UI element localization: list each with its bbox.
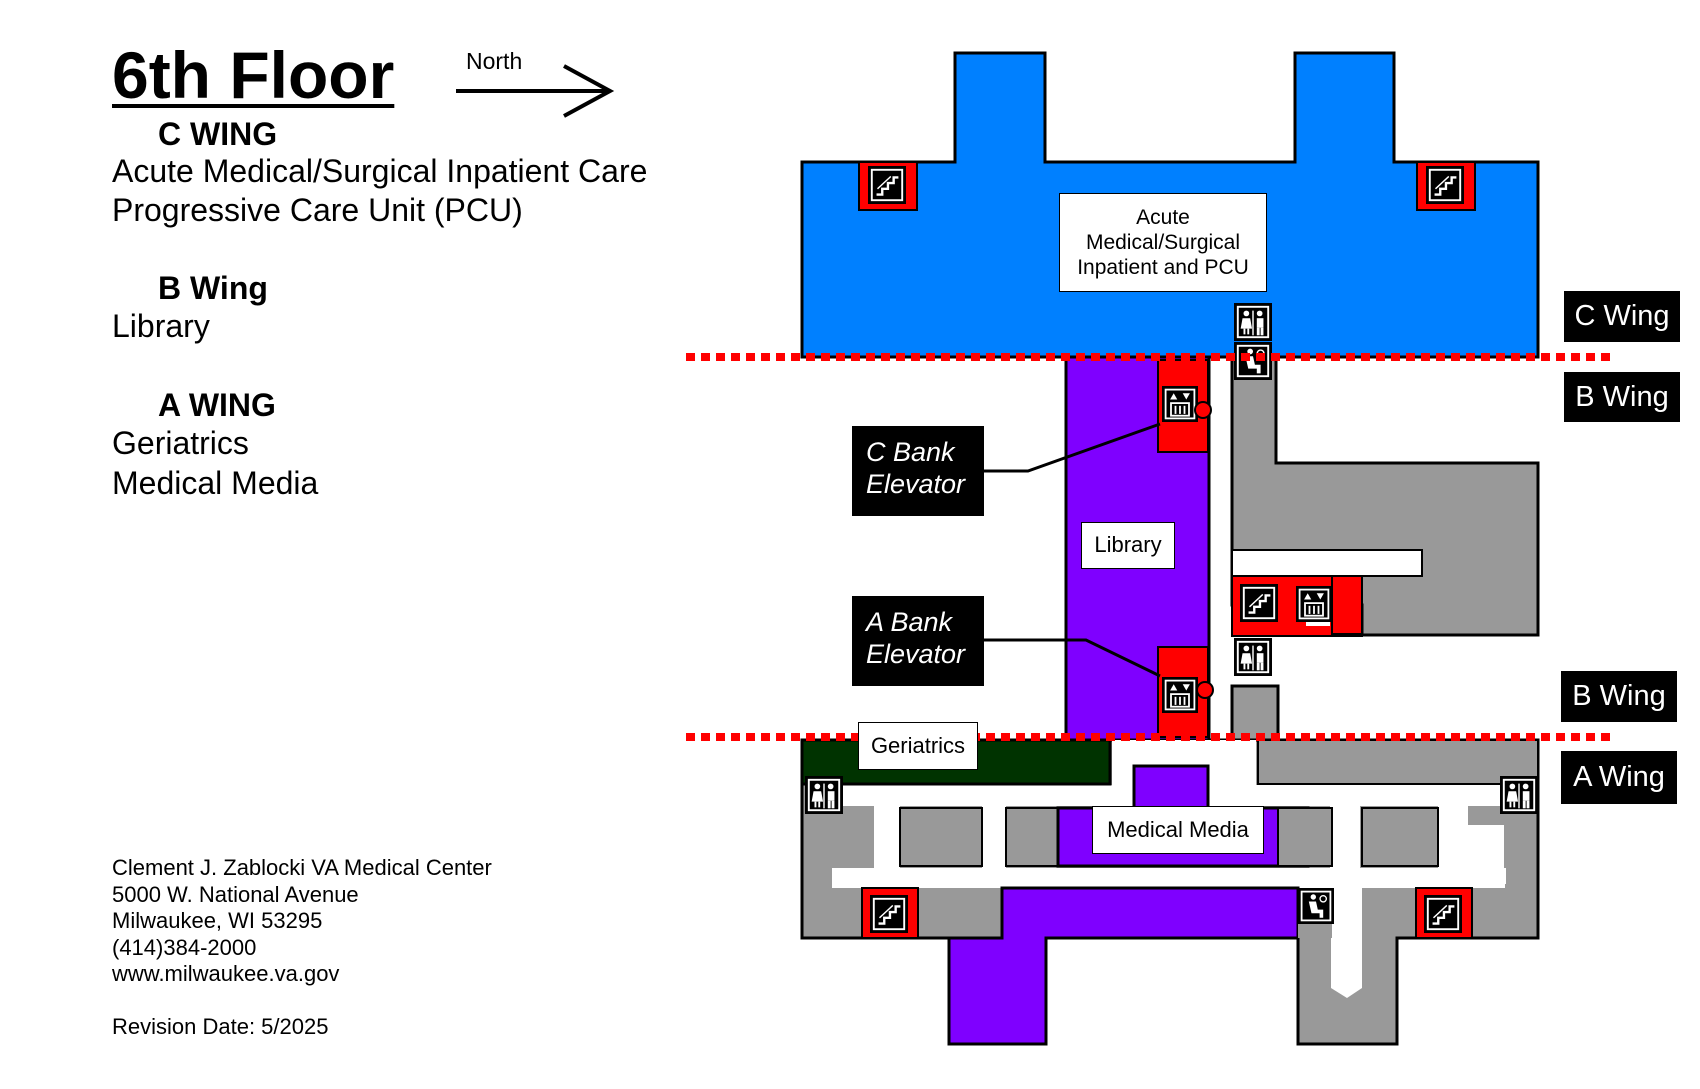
a-wing-lower-purple xyxy=(947,886,1300,1046)
revision-date: Revision Date: 5/2025 xyxy=(112,1014,329,1039)
accessible-restroom-icon xyxy=(1234,342,1272,380)
c-wing-service-2: Progressive Care Unit (PCU) xyxy=(112,192,523,228)
library-label: Library xyxy=(1081,522,1175,569)
c-bank-elevator-label: C Bank Elevator xyxy=(852,426,984,516)
stairs-icon xyxy=(1424,895,1462,933)
north-label: North xyxy=(466,48,523,74)
a-bank-leader-line xyxy=(982,638,1161,678)
elevator-icon xyxy=(1162,386,1198,422)
facility-website[interactable]: www.milwaukee.va.gov xyxy=(112,961,340,986)
stairs-icon xyxy=(868,166,906,204)
b-wing-service-1: Library xyxy=(112,308,210,344)
b-wing-tag-bottom: B Wing xyxy=(1561,671,1677,722)
elevator-icon xyxy=(1296,586,1332,622)
facility-phone: (414)384-2000 xyxy=(112,934,257,960)
facility-city: Milwaukee, WI 53295 xyxy=(112,908,323,933)
b-wing-heading: B Wing xyxy=(158,270,268,306)
stairs-icon xyxy=(1426,166,1464,204)
c-wing-service-1: Acute Medical/Surgical Inpatient Care xyxy=(112,153,648,189)
c-wing-tag: C Wing xyxy=(1564,291,1680,342)
geriatrics-label: Geriatrics xyxy=(858,722,978,770)
medical-media-label: Medical Media xyxy=(1092,806,1264,854)
floor-title: 6th Floor xyxy=(112,38,395,112)
facility-name: Clement J. Zablocki VA Medical Center xyxy=(112,855,492,880)
facility-street: 5000 W. National Avenue xyxy=(112,881,359,907)
a-bank-elevator-label: A Bank Elevator xyxy=(852,596,984,686)
stairs-icon xyxy=(1240,584,1278,622)
restroom-icon xyxy=(1500,776,1538,814)
elevator-icon xyxy=(1162,677,1198,713)
restroom-icon xyxy=(805,776,843,814)
b-wing-tag-top: B Wing xyxy=(1564,372,1680,422)
a-wing-tag: A Wing xyxy=(1561,751,1677,804)
stairs-icon xyxy=(870,895,908,933)
restroom-icon xyxy=(1234,303,1272,341)
a-wing-service-2: Medical Media xyxy=(112,465,319,501)
restroom-icon xyxy=(1234,638,1272,676)
acute-care-label: Acute Medical/Surgical Inpatient and PCU xyxy=(1059,193,1267,292)
north-arrow-icon xyxy=(456,64,615,118)
c-bank-leader-line xyxy=(982,422,1161,473)
a-wing-service-1: Geriatrics xyxy=(112,425,249,461)
c-wing-heading: C WING xyxy=(158,116,278,152)
facility-address: Clement J. Zablocki VA Medical Center 50… xyxy=(112,855,492,988)
a-wing-heading: A WING xyxy=(158,387,276,423)
accessible-restroom-icon xyxy=(1298,888,1334,924)
